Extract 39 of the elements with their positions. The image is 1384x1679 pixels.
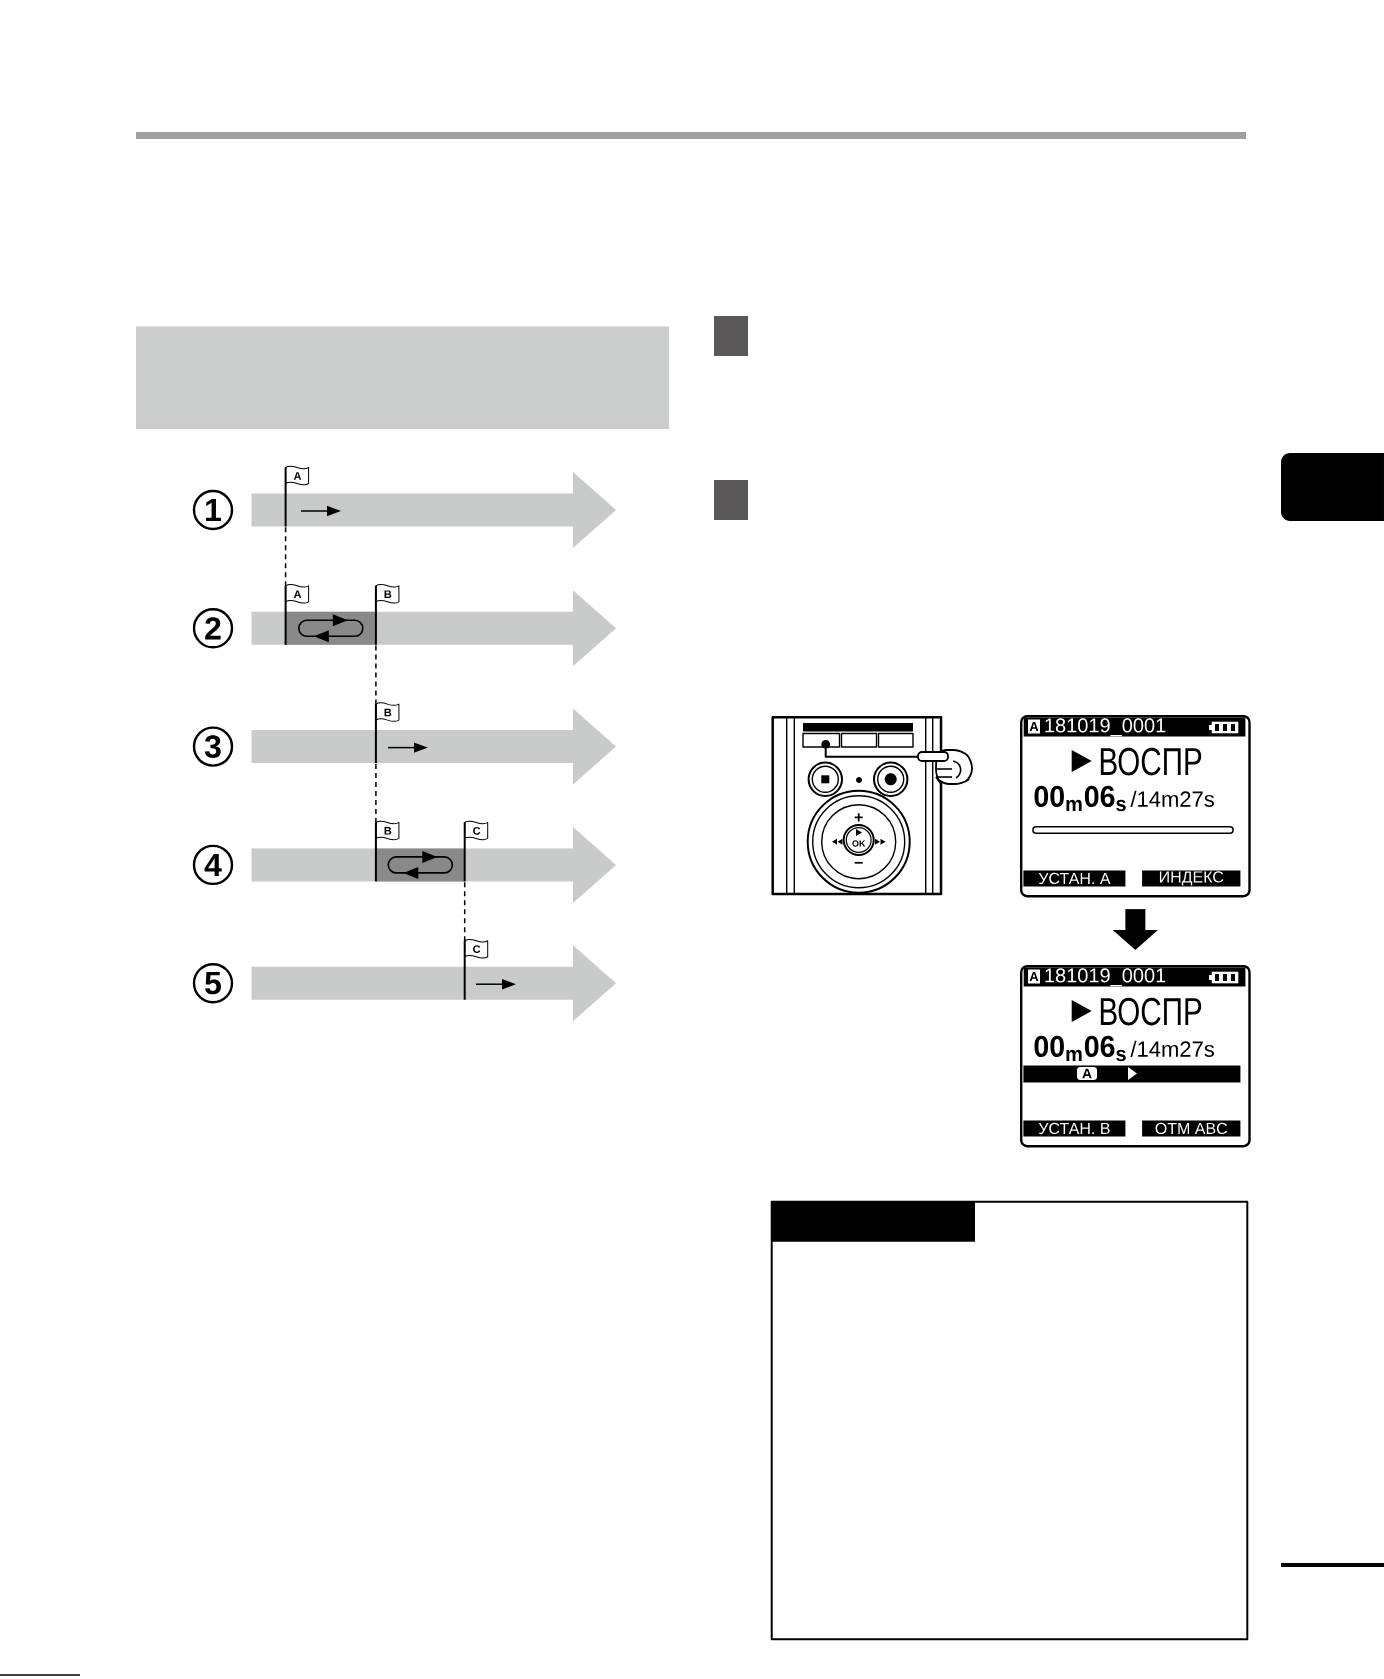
file-name: 181019_0001	[1045, 968, 1166, 987]
circled-number: 1	[192, 489, 234, 531]
flag: B	[374, 583, 400, 646]
heading-band	[136, 326, 669, 429]
dashed-line	[375, 763, 377, 824]
circled-number: 3	[192, 726, 234, 767]
status-text: ВОСПР	[1100, 747, 1202, 776]
softkey-label: УСТАН. B	[1023, 1120, 1126, 1137]
softkey-label: УСТАН. A	[1023, 870, 1126, 887]
softkey-label: ИНДЕКС	[1142, 870, 1241, 887]
chapter-tab	[1281, 453, 1384, 521]
display-screen	[1020, 715, 1251, 898]
circled-number: 2	[192, 608, 234, 649]
marker-label: A	[1077, 1067, 1097, 1080]
title-bar	[1023, 717, 1246, 737]
dashed-line	[375, 644, 377, 705]
status-text: ВОСПР	[1100, 997, 1202, 1026]
file-name: 181019_0001	[1045, 718, 1166, 737]
flag: C	[463, 938, 489, 1001]
button-label: OK	[852, 840, 866, 847]
display-screen	[1020, 965, 1251, 1148]
dashed-line	[463, 881, 466, 942]
total-time: /14m27s	[1130, 1040, 1214, 1057]
flag: A	[284, 465, 310, 528]
button-label: −	[854, 861, 863, 864]
flag: B	[374, 702, 400, 765]
softkey-label: ОТМ ABC	[1142, 1120, 1241, 1137]
circled-number: 4	[192, 844, 234, 886]
title-bar	[1023, 967, 1246, 987]
flag: B	[374, 820, 400, 883]
marker-bar	[1023, 1065, 1241, 1083]
elapsed-time: 00$_{m}$06$_{s}$	[1034, 785, 1126, 812]
total-time: /14m27s	[1130, 790, 1214, 807]
dashed-line	[284, 526, 287, 587]
flag: A	[284, 583, 310, 646]
circled-number: 5	[192, 963, 234, 1004]
flag: C	[463, 820, 489, 883]
button-label: +	[854, 813, 863, 822]
elapsed-time: 00$_{m}$06$_{s}$	[1034, 1035, 1126, 1062]
